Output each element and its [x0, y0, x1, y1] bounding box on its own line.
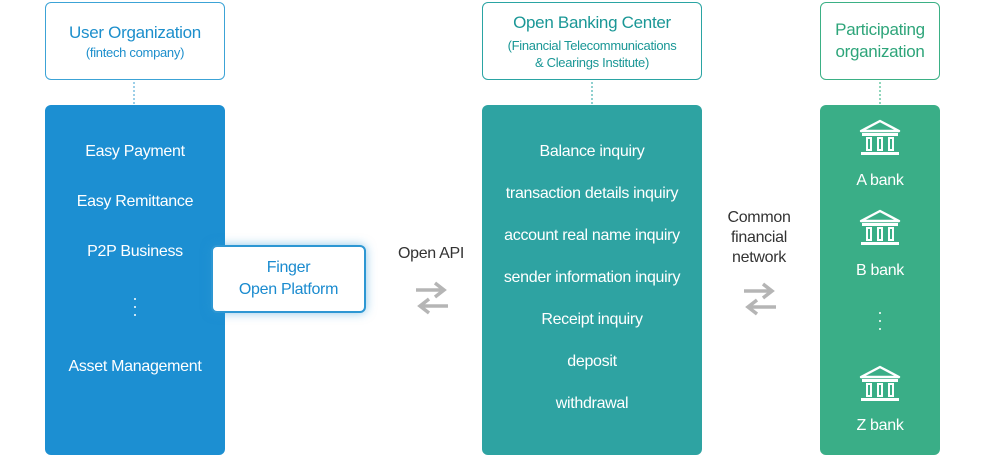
bank-building-icon [859, 119, 901, 155]
service-easy-payment: Easy Payment [85, 143, 185, 160]
bank-building-icon [859, 209, 901, 245]
connector-line [879, 82, 881, 104]
center-subtitle-1: (Financial Telecommunications [507, 37, 677, 53]
participating-banks-panel: A bank B bank Z bank [820, 105, 940, 455]
open-api-label: Open API [397, 245, 465, 262]
service-transaction-details-inquiry: transaction details inquiry [505, 185, 679, 202]
user-org-header: User Organization (fintech company) [45, 2, 225, 80]
participating-title-1: Participating [835, 20, 925, 39]
service-easy-remittance: Easy Remittance [76, 193, 194, 210]
network-line1: Common [727, 209, 791, 226]
finger-line2: Open Platform [238, 281, 339, 298]
bank-b-label: B bank [855, 262, 904, 279]
center-title: Open Banking Center [513, 12, 671, 32]
ellipsis-dots [879, 312, 881, 330]
network-line3: network [732, 249, 786, 266]
service-deposit: deposit [567, 353, 617, 370]
connector-line [591, 82, 593, 104]
participating-org-header: Participating organization [820, 2, 940, 80]
ellipsis-dots [134, 298, 136, 316]
exchange-arrows-icon [416, 281, 448, 315]
bank-building-icon [859, 365, 901, 401]
network-line2: financial [730, 229, 787, 246]
exchange-arrows-icon [744, 282, 776, 316]
user-org-subtitle: (fintech company) [85, 44, 185, 60]
service-receipt-inquiry: Receipt inquiry [541, 311, 643, 328]
connector-line [133, 82, 135, 104]
service-p2p-business: P2P Business [87, 243, 183, 260]
service-sender-information-inquiry: sender information inquiry [503, 269, 681, 286]
open-banking-services-panel: Balance inquiry transaction details inqu… [482, 105, 702, 455]
open-banking-center-header: Open Banking Center (Financial Telecommu… [482, 2, 702, 80]
user-org-services-panel: Easy Payment Easy Remittance P2P Busines… [45, 105, 225, 455]
bank-z-label: Z bank [856, 417, 904, 434]
service-withdrawal: withdrawal [555, 395, 629, 412]
participating-title-2: organization [835, 42, 925, 61]
bank-a-label: A bank [856, 172, 904, 189]
finger-open-platform-box: Finger Open Platform [211, 245, 366, 313]
service-balance-inquiry: Balance inquiry [539, 143, 645, 160]
center-subtitle-2: & Clearings Institute) [534, 54, 650, 70]
service-asset-management: Asset Management [68, 358, 202, 375]
finger-line1: Finger [266, 259, 311, 276]
user-org-title: User Organization [69, 22, 201, 42]
service-account-real-name-inquiry: account real name inquiry [504, 227, 680, 244]
common-financial-network-label: Common financial network [711, 208, 807, 268]
